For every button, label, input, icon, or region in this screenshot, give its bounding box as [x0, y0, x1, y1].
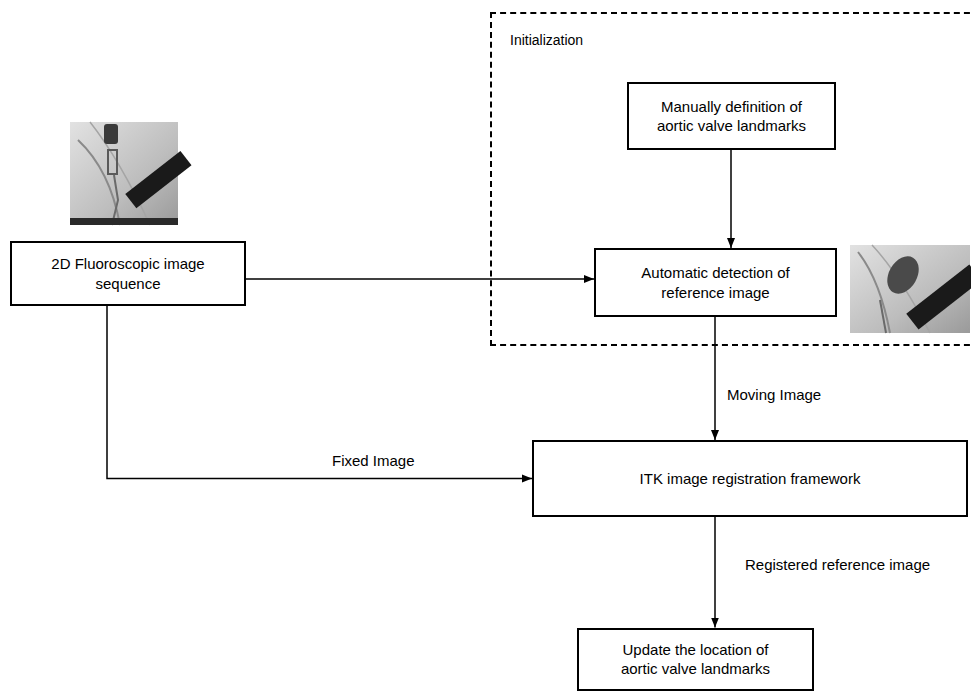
connector-arrow — [107, 306, 532, 479]
box-text: Manually definition of aortic valve land… — [644, 97, 819, 136]
connector-arrow — [246, 278, 594, 280]
process-box: ITK image registration framework — [532, 440, 968, 517]
fluoroscopic-thumbnail — [850, 245, 971, 333]
initialization-region: InitializationManually definition of aor… — [490, 12, 971, 346]
box-text: ITK image registration framework — [640, 469, 861, 489]
process-box: 2D Fluoroscopic image sequence — [10, 241, 246, 306]
fluoroscopic-thumbnail — [70, 122, 192, 225]
connector-arrow — [714, 317, 716, 440]
process-box: Manually definition of aortic valve land… — [627, 82, 836, 150]
process-box: Update the location of aortic valve land… — [577, 628, 814, 691]
box-text: Automatic detection of reference image — [628, 263, 803, 302]
region-heading: Initialization — [510, 32, 583, 48]
box-text: 2D Fluoroscopic image sequence — [41, 254, 216, 293]
box-text: Update the location of aortic valve land… — [608, 640, 783, 679]
edge-label: Registered reference image — [743, 556, 932, 573]
edge-label: Fixed Image — [330, 452, 417, 469]
connector-arrow — [730, 150, 732, 248]
process-box: Automatic detection of reference image — [594, 248, 837, 317]
edge-label: Moving Image — [725, 386, 823, 403]
connector-arrow — [714, 517, 716, 628]
